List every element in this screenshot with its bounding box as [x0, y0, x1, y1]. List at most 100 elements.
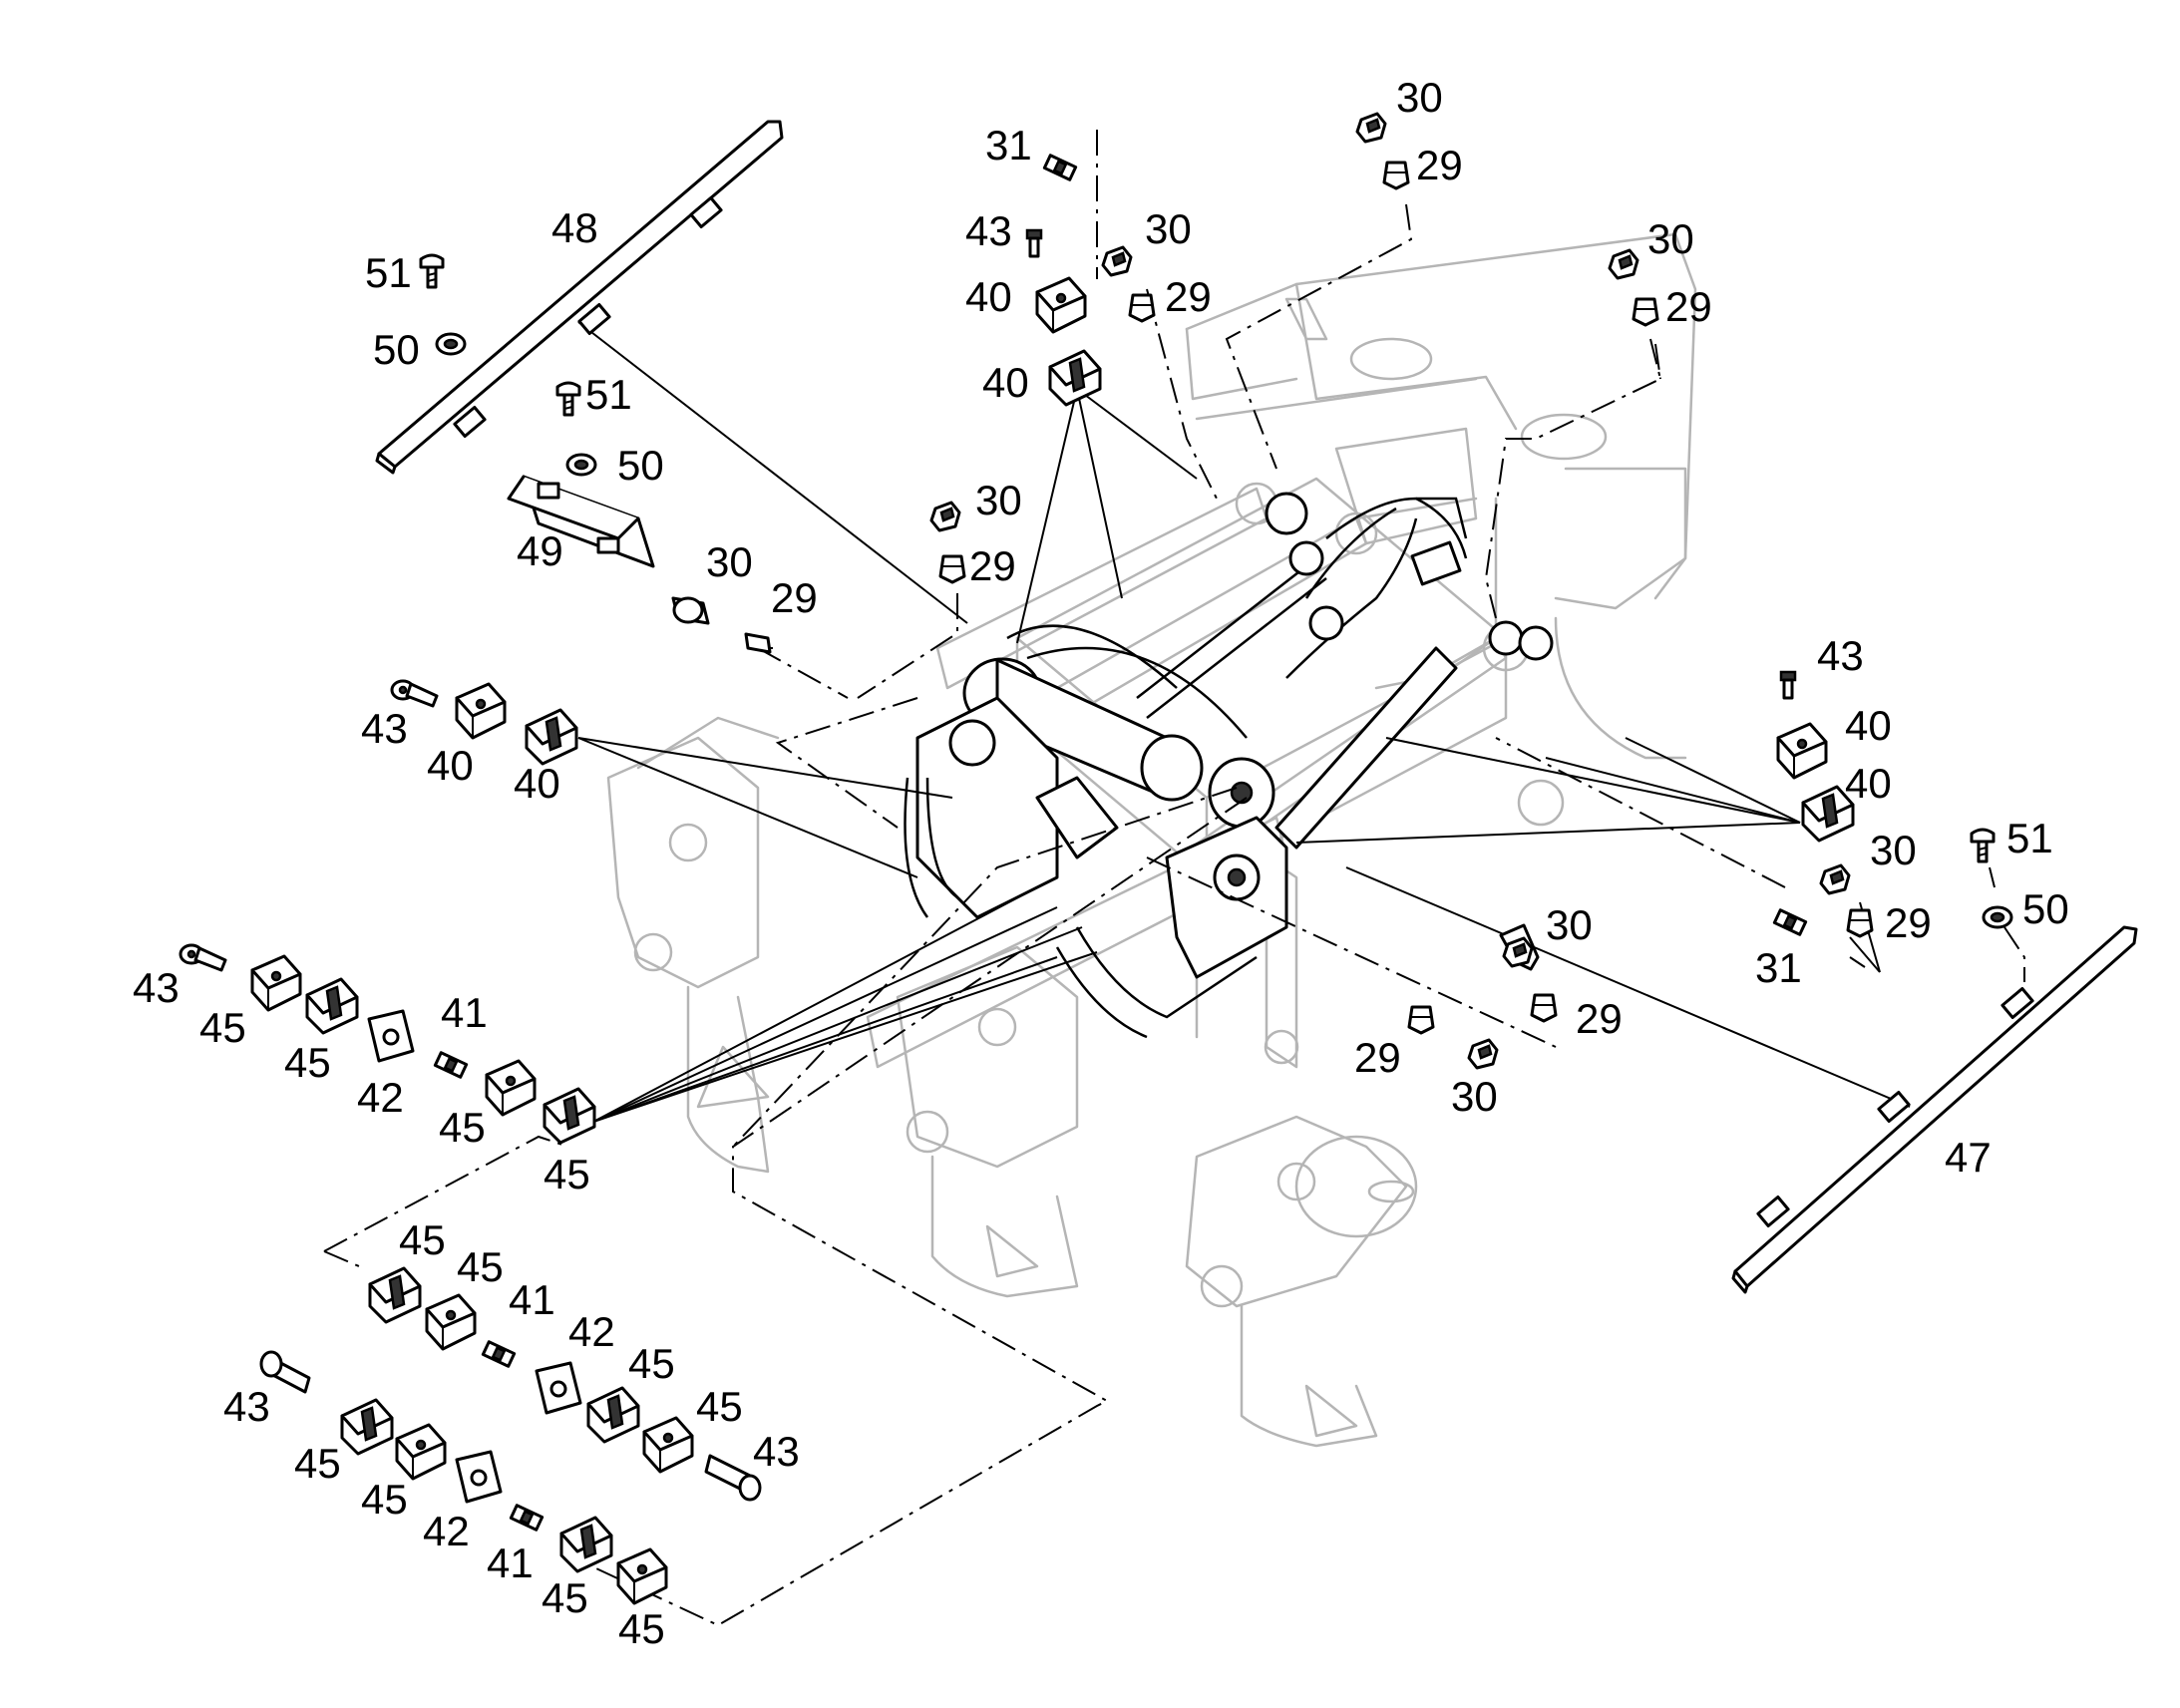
- callout-43-left: 43: [361, 705, 408, 752]
- callout-48: 48: [551, 204, 598, 251]
- callout-42-b: 42: [568, 1308, 615, 1355]
- callout-49: 49: [517, 527, 563, 574]
- callout-40-c: 40: [427, 742, 474, 789]
- callout-45-i: 45: [294, 1440, 341, 1487]
- fitting-30-top: [1355, 112, 1387, 144]
- pad-45-c: [485, 1059, 537, 1117]
- callout-29-top: 29: [1416, 142, 1463, 188]
- fitting-30-b: [1101, 245, 1133, 277]
- callout-43-right: 43: [1817, 632, 1864, 679]
- washer-50-c: [1982, 905, 2013, 929]
- capscrew-43-row3: [259, 1350, 311, 1394]
- fitting-29-e: [744, 632, 772, 654]
- callout-51-b: 51: [585, 371, 632, 418]
- callout-30-f: 30: [1870, 827, 1917, 873]
- lift-link-dark: [1055, 646, 1458, 1039]
- callout-45-k: 45: [542, 1574, 588, 1621]
- coupler-41-a: [433, 1051, 469, 1079]
- fitting-30-c: [1608, 248, 1639, 280]
- callout-30-g: 30: [1546, 901, 1593, 948]
- lift-cylinder-left: [904, 696, 1119, 919]
- callout-30-e: 30: [706, 538, 753, 585]
- ripper-shank-left-ghost: [606, 716, 780, 1174]
- coupler-41-b: [481, 1340, 517, 1368]
- callout-45-h: 45: [696, 1383, 743, 1430]
- plate-42-b: [535, 1361, 582, 1415]
- fitting-30-d: [929, 501, 961, 532]
- callout-30-c: 30: [1647, 215, 1694, 262]
- callout-45-e: 45: [399, 1216, 446, 1263]
- ripper-frame-ghost: [1185, 232, 1697, 760]
- guard-47: [1731, 925, 2138, 1294]
- clamp-40-left: [525, 708, 578, 766]
- capscrew-43-row1: [179, 943, 227, 972]
- clamp-40-a: [1035, 276, 1087, 334]
- callout-30-b: 30: [1145, 205, 1192, 252]
- callout-51-c: 51: [2006, 815, 2053, 861]
- coupler-41-c: [509, 1504, 545, 1532]
- pad-45-f: [425, 1293, 477, 1351]
- callout-31-right: 31: [1755, 944, 1802, 991]
- callout-45-b: 45: [284, 1039, 331, 1086]
- callout-40-d: 40: [514, 760, 560, 807]
- callout-40-b: 40: [982, 359, 1029, 406]
- callout-45-a: 45: [199, 1004, 246, 1051]
- bolt-43-top: [1025, 228, 1043, 258]
- callout-42-c: 42: [423, 1508, 470, 1554]
- callout-40-f: 40: [1845, 760, 1892, 807]
- callout-30-d: 30: [975, 477, 1022, 523]
- callout-43-row1: 43: [133, 964, 180, 1011]
- capscrew-43-row2: [704, 1454, 762, 1502]
- pad-45-a: [250, 954, 302, 1012]
- fitting-29-b: [1128, 293, 1156, 323]
- fitting-29-right: [1846, 908, 1874, 938]
- clamp-45-g: [586, 1386, 640, 1444]
- clamp-45-b: [305, 977, 359, 1035]
- callout-31-top: 31: [985, 122, 1032, 169]
- pad-45-h: [642, 1416, 694, 1474]
- callout-45-d: 45: [544, 1151, 590, 1197]
- guard-48: [375, 120, 784, 475]
- callout-41-b: 41: [509, 1276, 555, 1323]
- fitting-30-mid: [1499, 923, 1540, 971]
- ripper-shank-center-ghost: [896, 945, 1079, 1298]
- capscrew-43-left: [390, 679, 439, 708]
- bolt-43-right: [1779, 670, 1797, 700]
- fitting-29-low: [1407, 1005, 1435, 1035]
- fitting-29-mid: [1530, 993, 1558, 1023]
- fitting-31-right: [1772, 908, 1808, 936]
- callout-50-a: 50: [373, 326, 420, 373]
- callout-45-j: 45: [361, 1476, 408, 1523]
- callout-30-top: 30: [1396, 74, 1443, 121]
- screw-51-c: [1970, 828, 1996, 863]
- callout-labels: 31 30 29 43 30 29 40 40 30 29 48 51 50 5…: [133, 74, 2069, 1652]
- pad-40-right: [1776, 722, 1828, 780]
- fitting-29-d: [938, 554, 966, 584]
- clamp-45-k: [559, 1516, 613, 1573]
- callout-29-c: 29: [1665, 283, 1712, 330]
- callout-41-c: 41: [487, 1539, 534, 1586]
- clamp-45-e: [368, 1266, 422, 1324]
- callout-29-e: 29: [771, 574, 818, 621]
- fitting-31-top: [1042, 154, 1078, 181]
- callout-43-row2: 43: [753, 1428, 800, 1475]
- guard-49: [507, 475, 655, 568]
- clamp-45-d: [543, 1087, 596, 1145]
- callout-50-c: 50: [2022, 885, 2069, 932]
- pad-40-left: [455, 682, 507, 740]
- callout-40-a: 40: [965, 273, 1012, 320]
- callout-45-f: 45: [457, 1243, 504, 1290]
- washer-50-a: [435, 332, 467, 356]
- plate-42-a: [367, 1009, 415, 1063]
- callout-45-g: 45: [628, 1340, 675, 1387]
- fitting-30-right: [1819, 863, 1851, 895]
- leader-lines: [577, 321, 1911, 1123]
- callout-40-e: 40: [1845, 702, 1892, 749]
- callout-41-a: 41: [441, 989, 488, 1036]
- washer-50-b: [565, 453, 597, 477]
- callout-51-a: 51: [365, 249, 412, 296]
- callout-29-f: 29: [1885, 899, 1932, 946]
- callout-29-b: 29: [1165, 273, 1212, 320]
- pad-45-l: [616, 1547, 668, 1605]
